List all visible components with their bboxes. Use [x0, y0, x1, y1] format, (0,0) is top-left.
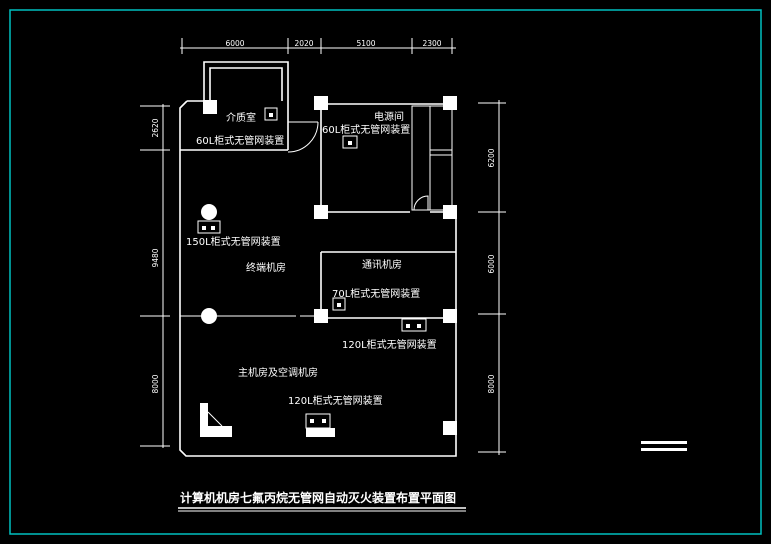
- dim-right-2: 6000: [487, 254, 496, 273]
- column: [443, 96, 457, 110]
- dim-top-4: 2300: [422, 39, 441, 48]
- column: [314, 96, 328, 110]
- room-main-label: 主机房及空调机房: [238, 366, 318, 379]
- room-power-label: 电源间: [374, 110, 404, 123]
- dim-right-1: 6200: [487, 148, 496, 167]
- round-column: [201, 204, 217, 220]
- device-power-label: 60L柜式无管网装置: [322, 123, 410, 136]
- top-dimension-chain: 6000 2020 5100 2300: [180, 38, 456, 54]
- device-labels: 60L柜式无管网装置 60L柜式无管网装置 150L柜式无管网装置 70L柜式无…: [186, 123, 437, 407]
- device-comm-a-icon: [332, 297, 346, 311]
- room-labels: 介质室 电源间 终端机房 通讯机房 主机房及空调机房: [226, 110, 404, 379]
- column: [203, 100, 217, 114]
- device-main-icon: [305, 413, 335, 437]
- columns: [200, 96, 457, 437]
- room-media-label: 介质室: [226, 111, 256, 124]
- column: [443, 205, 457, 219]
- dim-top-1: 6000: [225, 39, 244, 48]
- device-power-icon: [342, 135, 358, 149]
- scale-bar: [641, 441, 687, 451]
- dim-left-1: 2620: [151, 118, 160, 137]
- dim-top-2: 2020: [294, 39, 313, 48]
- device-media-icon: [264, 107, 278, 121]
- device-comm-b-label: 120L柜式无管网装置: [342, 338, 437, 351]
- room-comm-label: 通讯机房: [362, 258, 402, 271]
- right-dimension-chain: 6200 6000 8000: [478, 100, 506, 455]
- l-column: [200, 403, 232, 437]
- dim-top-3: 5100: [356, 39, 375, 48]
- dim-left-2: 9480: [151, 248, 160, 267]
- column: [443, 309, 457, 323]
- dim-left-3: 8000: [151, 374, 160, 393]
- device-comm-b-icon: [401, 318, 427, 332]
- device-main-label: 120L柜式无管网装置: [288, 394, 383, 407]
- extinguisher-devices: [197, 107, 427, 437]
- device-comm-a-label: 70L柜式无管网装置: [332, 287, 420, 300]
- device-media-label: 60L柜式无管网装置: [196, 134, 284, 147]
- drawing-frame: [9, 9, 762, 535]
- left-dimension-chain: 2620 9480 8000: [140, 104, 170, 448]
- dim-right-3: 8000: [487, 374, 496, 393]
- device-terminal-label: 150L柜式无管网装置: [186, 235, 281, 248]
- round-column: [201, 308, 217, 324]
- column: [314, 309, 328, 323]
- column: [443, 421, 457, 435]
- column: [314, 205, 328, 219]
- drawing-title: 计算机机房七氟丙烷无管网自动灭火装置布置平面图: [180, 490, 456, 505]
- walls: [179, 61, 457, 457]
- room-terminal-label: 终端机房: [246, 261, 286, 274]
- device-terminal-icon: [197, 220, 221, 234]
